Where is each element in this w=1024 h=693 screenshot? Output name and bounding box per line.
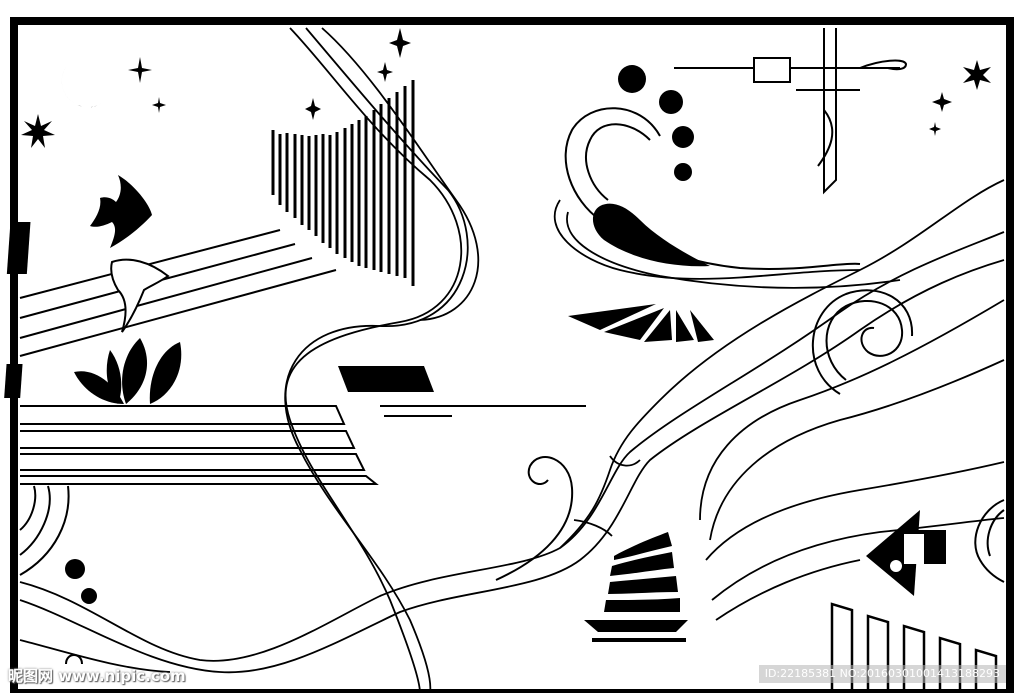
starburst-icon — [21, 114, 55, 148]
fan-shape — [568, 304, 714, 342]
arc-lines — [986, 509, 1005, 557]
wave-fill — [592, 203, 710, 267]
diagonal-lines — [19, 229, 337, 357]
bird-outline — [110, 258, 170, 333]
sailboat-icon — [584, 532, 688, 642]
triangle-shape — [866, 510, 946, 596]
slanted-stripes — [20, 405, 379, 485]
starburst-icon — [963, 60, 991, 90]
wave-outline — [564, 107, 861, 270]
star-icon — [929, 122, 941, 136]
lotus-icon — [74, 338, 182, 404]
spiral-curl — [825, 299, 904, 381]
flowing-ribbons — [19, 27, 1005, 693]
dot-shape — [672, 126, 694, 148]
arc-lines — [19, 485, 70, 576]
bar-shape — [6, 222, 31, 274]
star-icon — [377, 62, 393, 82]
arc-lines — [974, 499, 1005, 583]
loop-curl — [65, 654, 83, 665]
star-icon — [128, 57, 152, 83]
star-icon — [932, 92, 952, 112]
watermark-brand: 昵图网 www.nipic.com — [8, 667, 186, 685]
parallelogram-shape — [338, 366, 434, 392]
dot-shape — [65, 559, 85, 579]
dot-shape — [618, 65, 646, 93]
dot-shape — [674, 163, 692, 181]
star-icon — [305, 98, 321, 120]
fish-icon — [90, 175, 152, 248]
frame-border — [10, 17, 1014, 693]
spiral-curl — [811, 289, 914, 395]
dot-shape — [659, 90, 683, 114]
cross-lines — [674, 28, 908, 195]
star-icon — [389, 28, 411, 58]
watermark-id: ID:22185381 NO:20160301001413188293 — [758, 665, 1006, 683]
crescent-moon-icon — [61, 62, 106, 108]
comb-lines — [271, 80, 415, 286]
wave-outline — [585, 123, 651, 201]
star-icon — [152, 97, 166, 113]
bar-shape — [4, 364, 23, 398]
spiral-curl — [495, 456, 574, 581]
dot-shape — [81, 588, 97, 604]
